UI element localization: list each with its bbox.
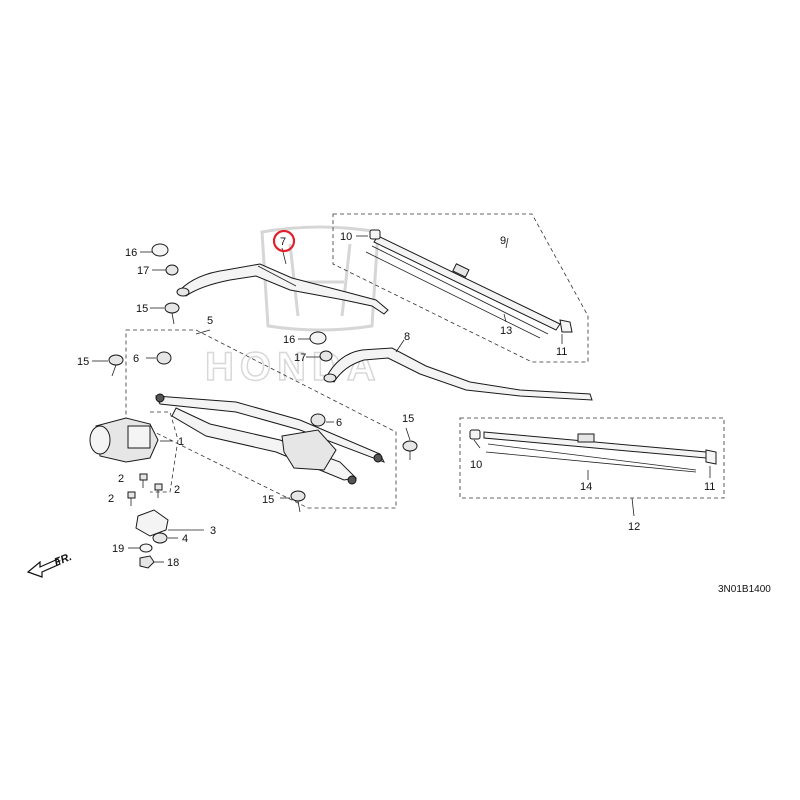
cap-16b[interactable] [309, 331, 327, 345]
callout-14[interactable]: 14 [580, 481, 592, 493]
wiper-linkage[interactable] [155, 393, 386, 485]
callout-15a[interactable]: 15 [136, 303, 148, 315]
catalog-code: 3N01B1400 [718, 584, 771, 595]
group-box-9 [332, 213, 589, 363]
bolt-15b[interactable] [108, 354, 124, 377]
group-box-12 [459, 417, 725, 499]
callout-2c[interactable]: 2 [108, 493, 114, 505]
wiper-blade-upper[interactable] [371, 235, 561, 335]
callout-18[interactable]: 18 [167, 557, 179, 569]
nut[interactable] [139, 555, 155, 569]
wiper-rubber-upper[interactable] [365, 251, 541, 339]
end-cap-11a[interactable] [559, 319, 573, 333]
callout-12[interactable]: 12 [628, 521, 640, 533]
callout-10b[interactable]: 10 [470, 459, 482, 471]
callout-15c[interactable]: 15 [402, 413, 414, 425]
bolt-2c[interactable] [127, 491, 136, 506]
end-cap-11b[interactable] [705, 449, 717, 465]
callout-labels: 1 2 2 2 3 4 5 6 6 7 8 9 10 10 11 11 12 1… [77, 231, 715, 569]
grommet-6a[interactable] [156, 351, 172, 365]
bolt-15c[interactable] [402, 440, 418, 460]
callout-6b[interactable]: 6 [336, 417, 342, 429]
wiper-arm-passenger[interactable] [323, 347, 593, 401]
callout-11a[interactable]: 11 [556, 346, 567, 358]
arrow-left-icon [26, 558, 61, 578]
group-box-1 [150, 411, 179, 493]
callout-1[interactable]: 1 [178, 436, 184, 448]
front-direction-indicator: FR. [26, 551, 74, 578]
nut-17b[interactable] [319, 350, 333, 362]
end-cap-10b[interactable] [469, 429, 481, 440]
callout-19[interactable]: 19 [112, 543, 124, 555]
bolt-15d[interactable] [290, 490, 306, 513]
callout-4[interactable]: 4 [182, 533, 188, 545]
washer[interactable] [139, 543, 153, 553]
bolt-15a[interactable] [164, 302, 180, 325]
highlight-circle-part-7 [272, 229, 296, 253]
wiper-motor[interactable] [89, 417, 159, 463]
callout-6a[interactable]: 6 [133, 353, 139, 365]
callout-8[interactable]: 8 [404, 331, 410, 343]
bolt-2a[interactable] [139, 473, 148, 488]
rubber-bushing[interactable] [152, 532, 168, 544]
wiper-arm-driver[interactable] [176, 263, 389, 315]
cap-16a[interactable] [151, 243, 169, 257]
callout-17b[interactable]: 17 [294, 352, 306, 364]
callout-9[interactable]: 9 [500, 235, 506, 247]
nut-17a[interactable] [165, 264, 179, 276]
motor-bracket[interactable] [135, 509, 169, 537]
bolt-2b[interactable] [154, 483, 163, 498]
callout-15b[interactable]: 15 [77, 356, 89, 368]
callout-3[interactable]: 3 [210, 525, 216, 537]
grommet-6b[interactable] [310, 413, 326, 427]
wiper-blade-lower[interactable] [483, 431, 707, 471]
callout-13[interactable]: 13 [500, 325, 512, 337]
callout-2b[interactable]: 2 [174, 484, 180, 496]
callout-16a[interactable]: 16 [125, 247, 137, 259]
callout-17a[interactable]: 17 [137, 265, 149, 277]
direction-label: FR. [53, 551, 74, 569]
callout-11b[interactable]: 11 [704, 481, 715, 493]
honda-logo-watermark: HONDA [204, 225, 380, 390]
callout-7[interactable]: 7 [280, 236, 286, 248]
end-cap-10a[interactable] [369, 229, 381, 240]
callout-10a[interactable]: 10 [340, 231, 352, 243]
leader-lines [92, 235, 711, 563]
callout-2a[interactable]: 2 [118, 473, 124, 485]
callout-5[interactable]: 5 [207, 315, 213, 327]
callout-16b[interactable]: 16 [283, 334, 295, 346]
wiper-rubber-lower[interactable] [485, 451, 697, 473]
callout-15d[interactable]: 15 [262, 494, 274, 506]
